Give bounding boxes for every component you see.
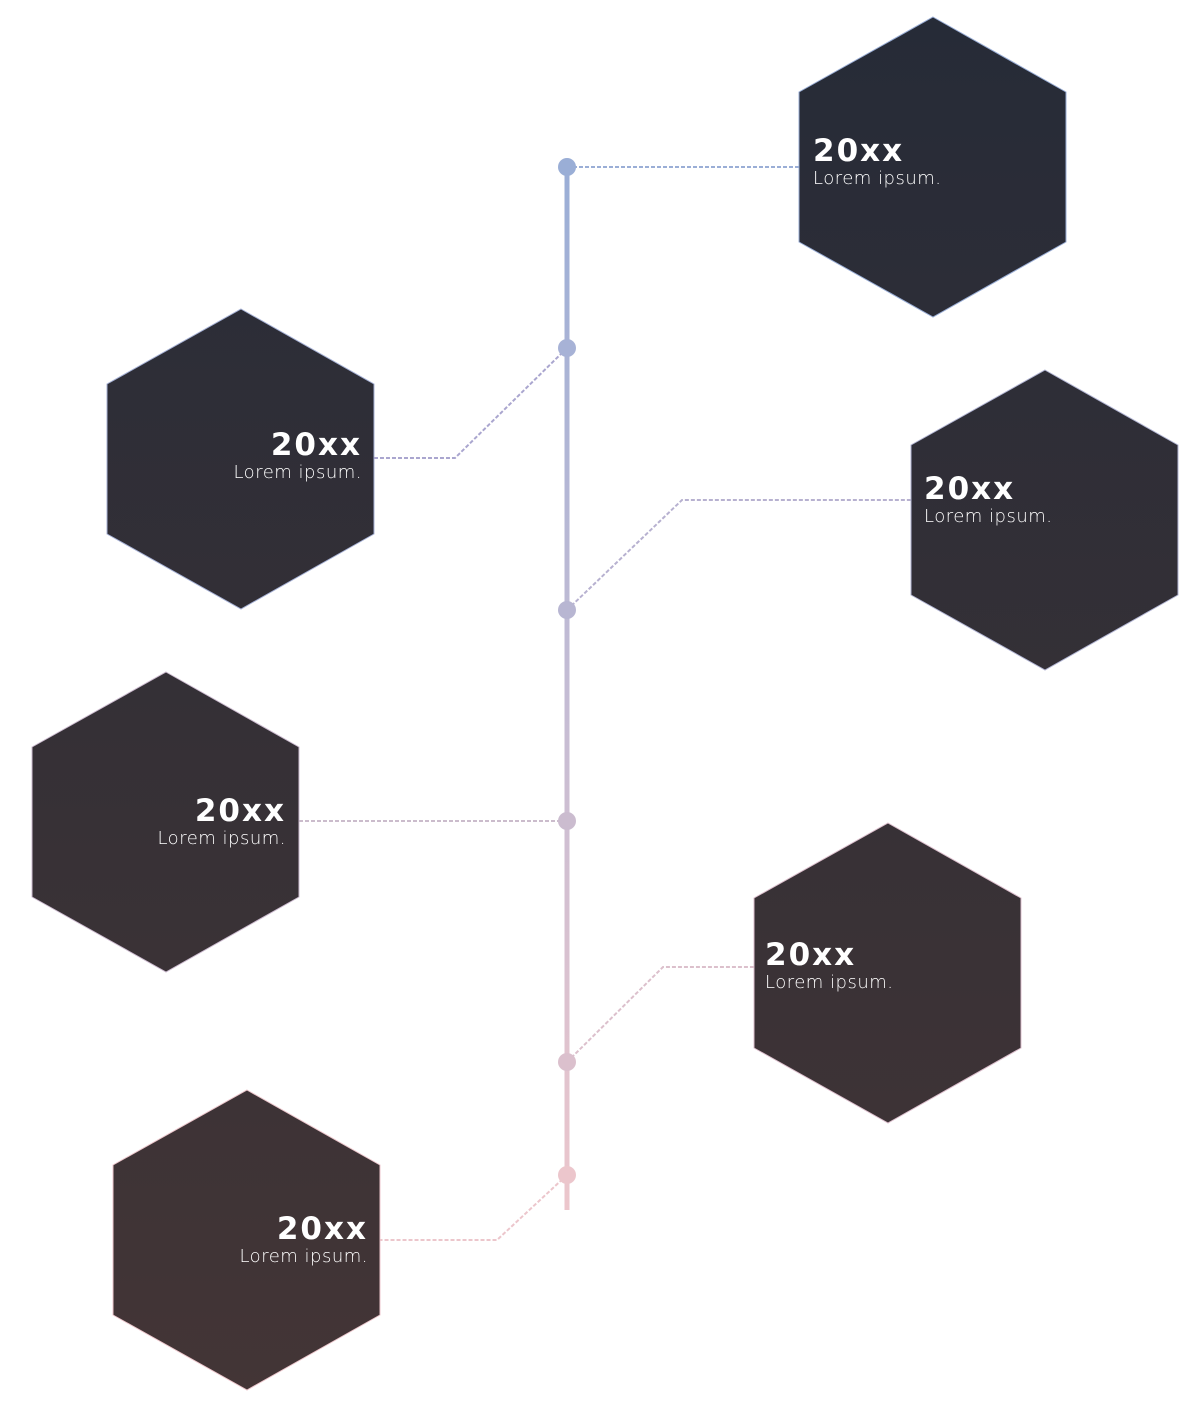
connector-3 (566, 499, 911, 611)
timeline-dot-6 (558, 1166, 576, 1184)
hexagon-3 (910, 369, 1179, 671)
milestone-label-2: 20xx Lorem ipsum. (233, 430, 362, 482)
milestone-label-5: 20xx Lorem ipsum. (765, 940, 894, 992)
hexagon-5 (753, 822, 1022, 1124)
timeline-dot-2 (558, 339, 576, 357)
milestone-text: Lorem ipsum. (765, 972, 894, 993)
timeline-dot-4 (558, 812, 576, 830)
connector-6 (380, 1174, 568, 1241)
hexagon-1 (798, 16, 1067, 318)
connector-2 (374, 347, 568, 459)
milestone-text: Lorem ipsum. (157, 828, 286, 849)
hexagon-6 (112, 1089, 381, 1391)
timeline-dot-5 (558, 1053, 576, 1071)
connector-5 (566, 966, 754, 1063)
milestone-text: Lorem ipsum. (239, 1246, 368, 1267)
milestone-year: 20xx (765, 937, 857, 973)
timeline-dot-1 (558, 158, 576, 176)
milestone-label-6: 20xx Lorem ipsum. (239, 1214, 368, 1266)
milestone-text: Lorem ipsum. (924, 506, 1053, 527)
timeline-dot-3 (558, 601, 576, 619)
milestone-year: 20xx (813, 133, 905, 169)
milestone-label-4: 20xx Lorem ipsum. (157, 796, 286, 848)
milestone-year: 20xx (924, 471, 1016, 507)
hexagon-2 (106, 308, 375, 610)
milestone-year: 20xx (270, 427, 362, 463)
hexagon-4 (31, 671, 300, 973)
milestone-year: 20xx (194, 793, 286, 829)
milestone-year: 20xx (276, 1211, 368, 1247)
milestone-label-1: 20xx Lorem ipsum. (813, 136, 942, 188)
milestone-text: Lorem ipsum. (813, 168, 942, 189)
milestone-label-3: 20xx Lorem ipsum. (924, 474, 1053, 526)
milestone-text: Lorem ipsum. (233, 462, 362, 483)
